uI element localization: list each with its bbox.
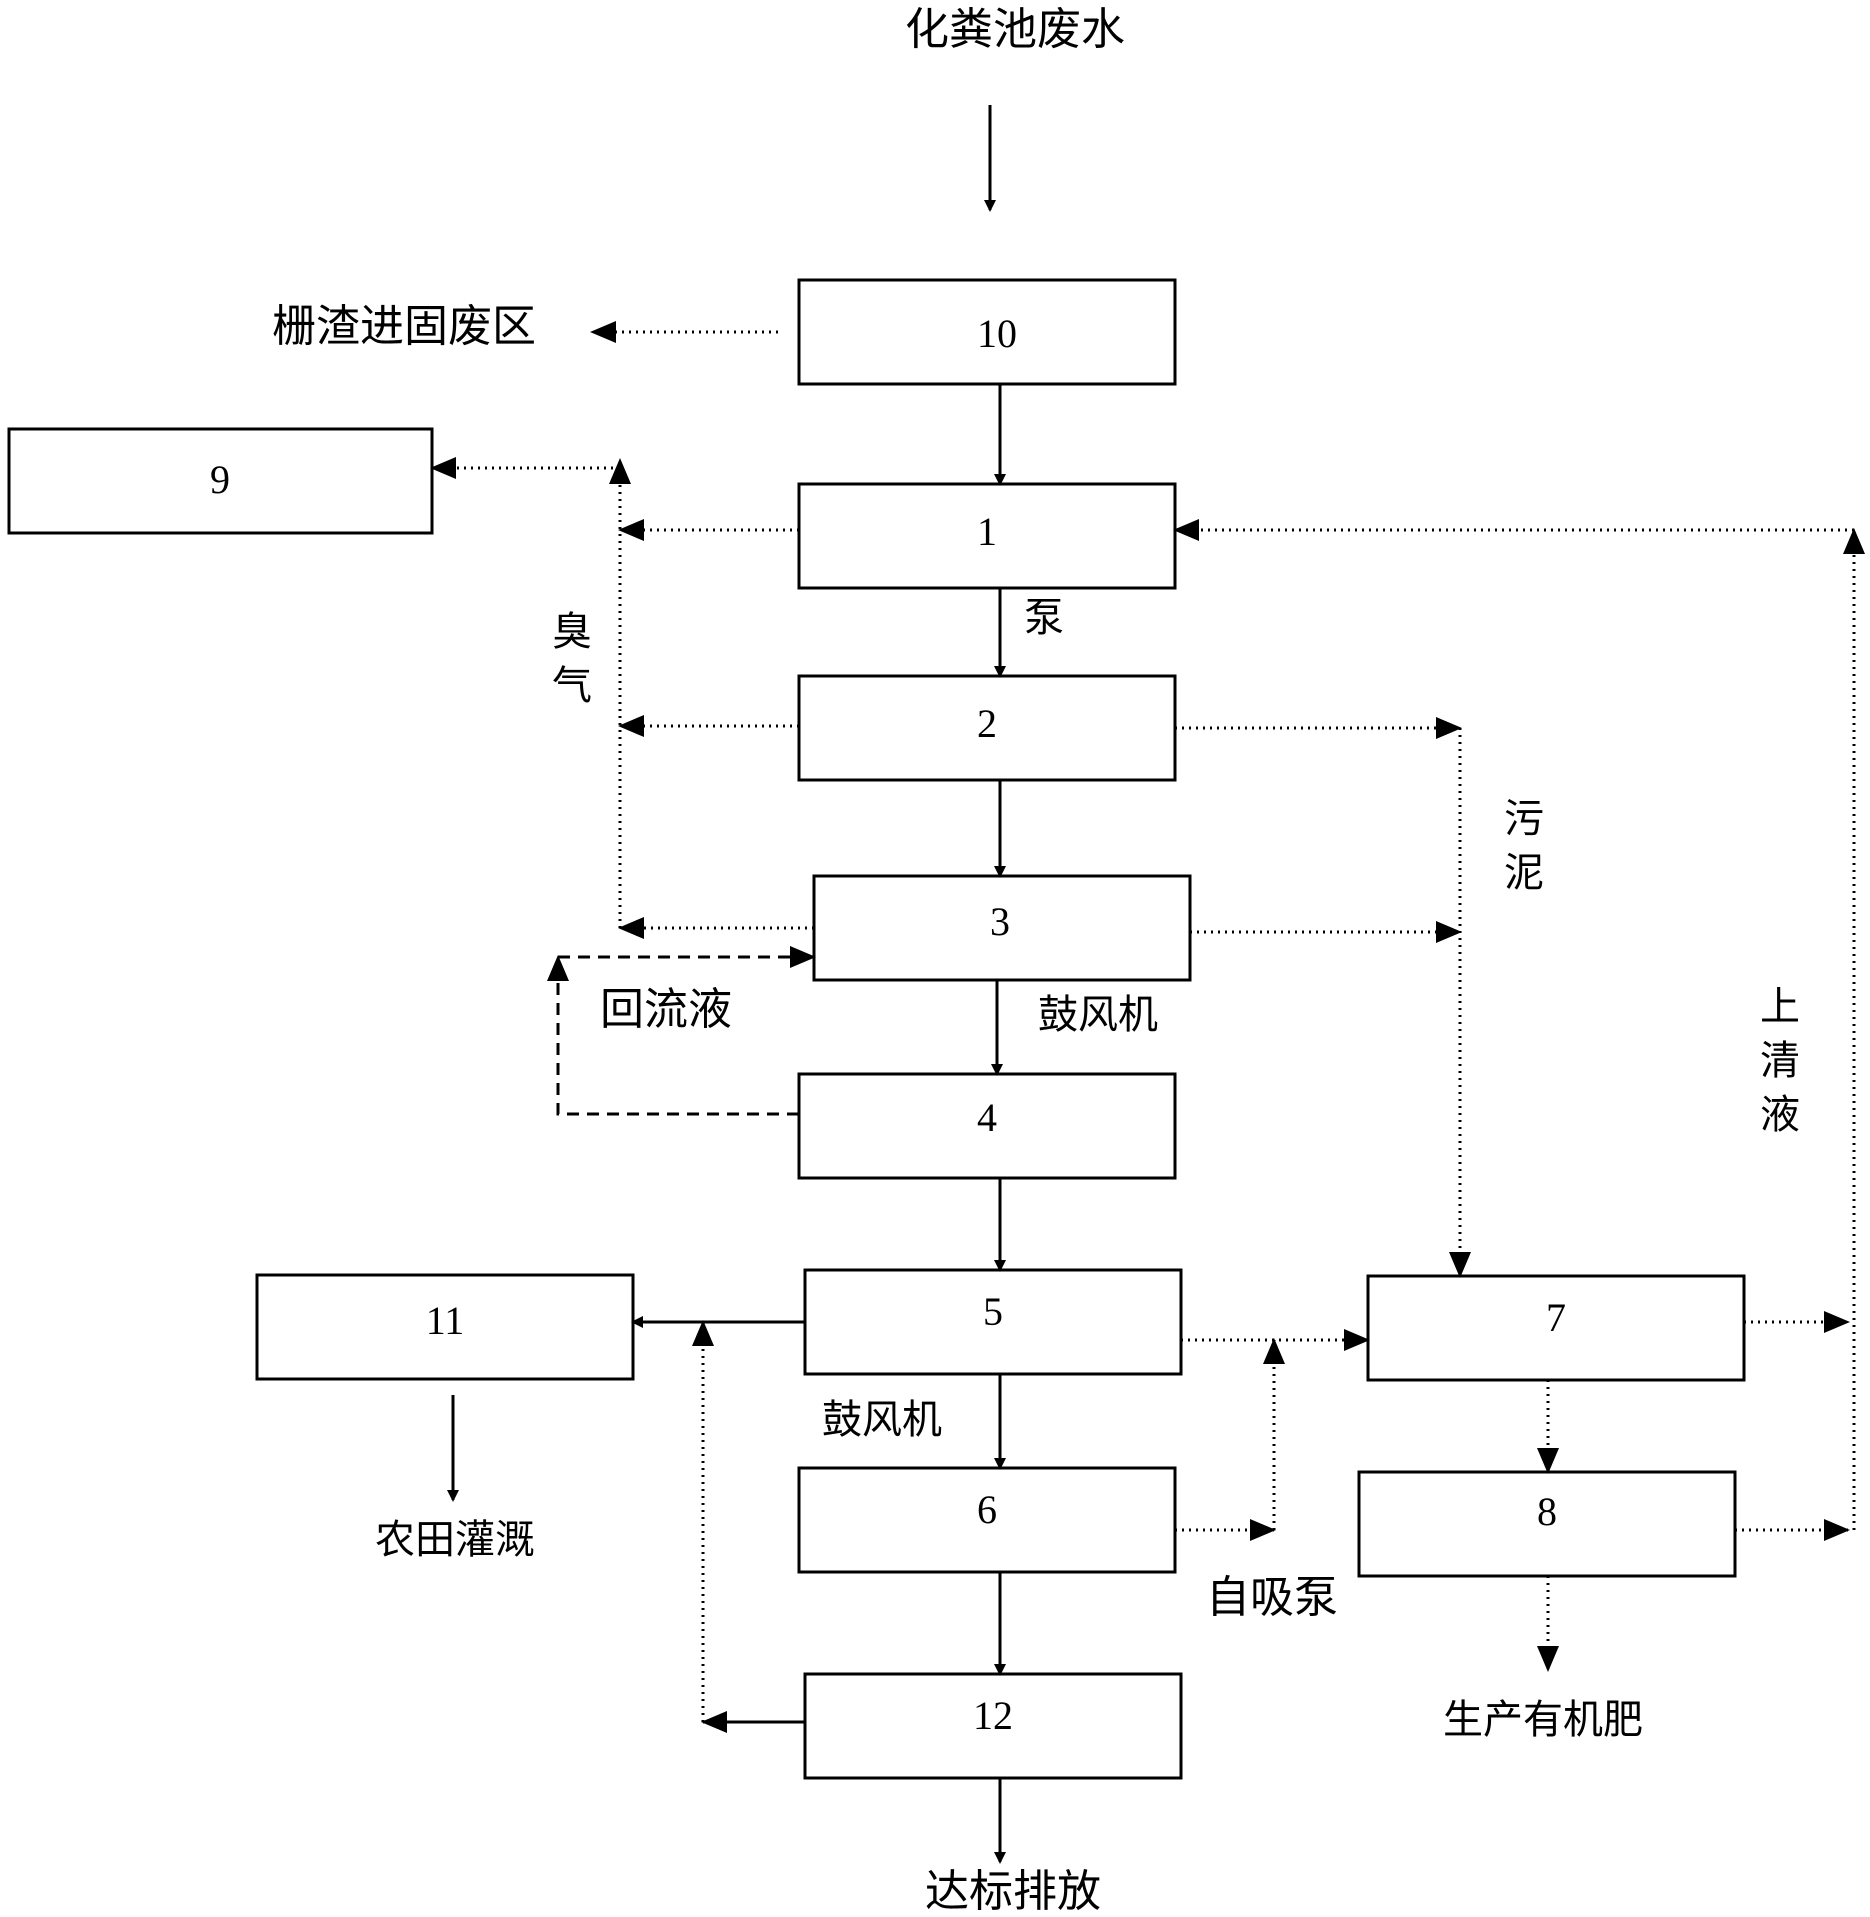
node-10: 10 xyxy=(797,278,1177,386)
label-sludge: 污泥 xyxy=(1504,796,1544,896)
label-return-liquid: 回流液 xyxy=(600,984,732,1035)
node-2-label: 2 xyxy=(977,701,997,746)
node-4: 4 xyxy=(797,1072,1177,1180)
node-9: 9 xyxy=(7,427,434,535)
node-10-label: 10 xyxy=(977,311,1017,356)
label-blower-1: 鼓风机 xyxy=(1038,992,1158,1038)
node-11: 11 xyxy=(255,1273,635,1381)
node-4-label: 4 xyxy=(977,1095,997,1140)
node-12-label: 12 xyxy=(973,1693,1013,1738)
node-1: 1 xyxy=(797,482,1177,590)
label-blower-2: 鼓风机 xyxy=(822,1397,942,1443)
node-2: 2 xyxy=(797,674,1177,782)
label-irrigation: 农田灌溉 xyxy=(375,1517,535,1563)
node-7-label: 7 xyxy=(1546,1295,1566,1340)
node-9-label: 9 xyxy=(210,457,230,502)
node-3: 3 xyxy=(812,874,1192,982)
node-5: 5 xyxy=(803,1268,1183,1376)
label-odor: 臭气 xyxy=(552,609,592,709)
node-3-label: 3 xyxy=(990,899,1010,944)
label-self-priming-pump: 自吸泵 xyxy=(1206,1572,1338,1623)
label-supernatant: 上清液 xyxy=(1760,984,1800,1138)
node-8-label: 8 xyxy=(1537,1489,1557,1534)
node-12: 12 xyxy=(803,1672,1183,1780)
label-input: 化粪池废水 xyxy=(905,4,1125,55)
label-screenings: 栅渣进固废区 xyxy=(272,301,536,352)
node-11-label: 11 xyxy=(426,1298,465,1343)
label-discharge: 达标排放 xyxy=(925,1866,1101,1917)
node-6: 6 xyxy=(797,1466,1177,1574)
node-1-label: 1 xyxy=(977,509,997,554)
label-fertilizer: 生产有机肥 xyxy=(1443,1697,1643,1743)
label-pump: 泵 xyxy=(1024,595,1064,641)
node-8: 8 xyxy=(1357,1470,1737,1578)
node-5-label: 5 xyxy=(983,1289,1003,1334)
node-6-label: 6 xyxy=(977,1487,997,1532)
edge-4-return-to-3 xyxy=(547,955,799,1116)
node-7: 7 xyxy=(1366,1274,1746,1382)
